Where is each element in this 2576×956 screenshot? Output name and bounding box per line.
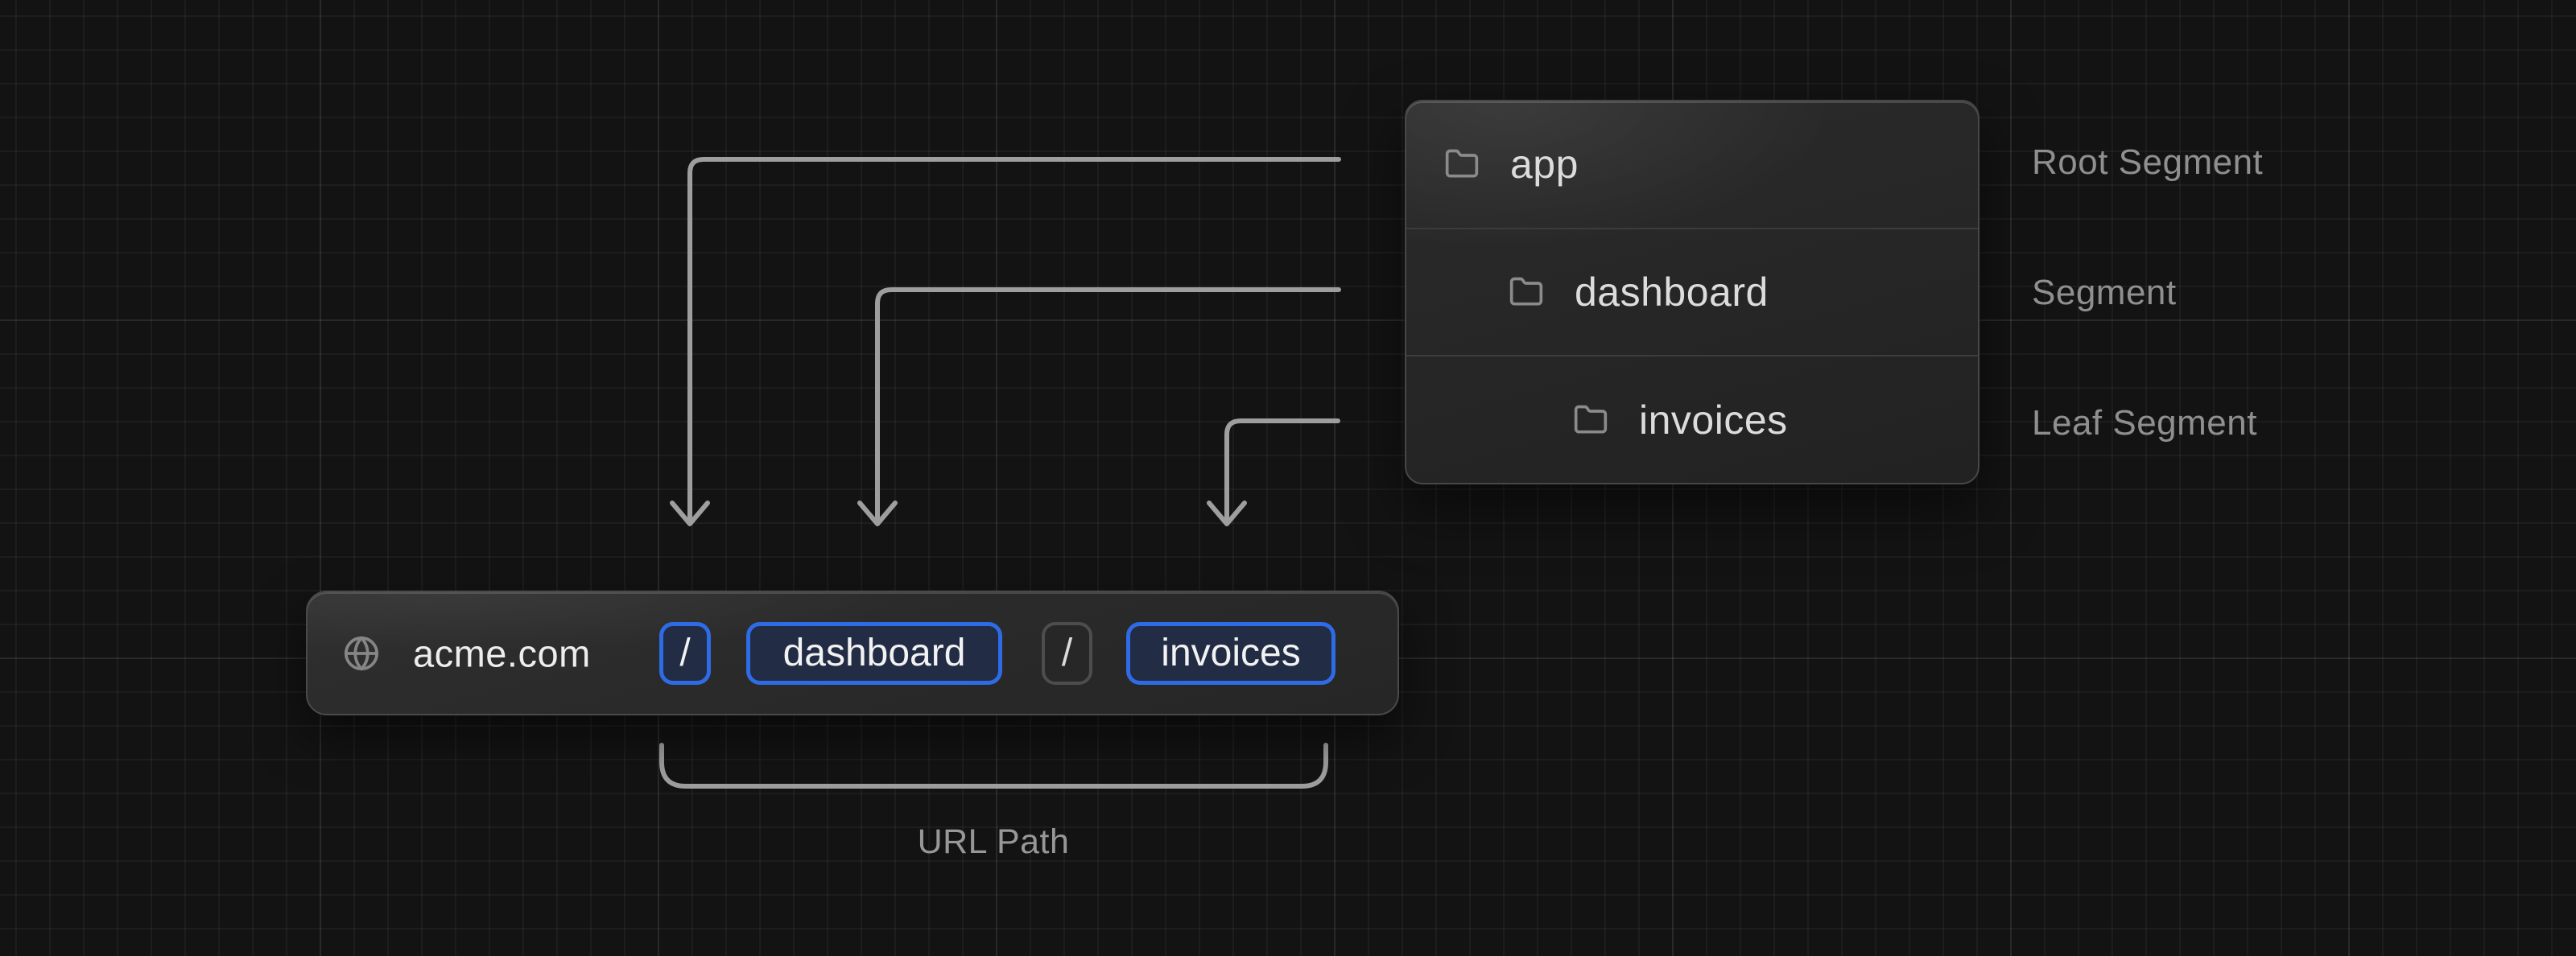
url-segment-slash-1: / — [659, 621, 711, 685]
tree-row-invoices: invoices — [1406, 355, 1978, 483]
folder-tree-panel: app dashboard invoices — [1405, 100, 1979, 484]
url-segment-dashboard: dashboard — [746, 621, 1002, 685]
folder-icon — [1509, 277, 1543, 306]
url-segment-slash-2: / — [1042, 621, 1092, 685]
label-segment: Segment — [2032, 273, 2177, 312]
tree-row-dashboard: dashboard — [1406, 227, 1978, 356]
label-leaf-segment: Leaf Segment — [2032, 403, 2257, 443]
arrow-down-icon — [1207, 501, 1247, 526]
tree-label-dashboard: dashboard — [1575, 270, 1769, 315]
folder-icon — [1574, 405, 1608, 434]
label-root-segment: Root Segment — [2032, 142, 2264, 182]
tree-row-app: app — [1406, 101, 1978, 228]
url-path-label: URL Path — [917, 822, 1070, 861]
tree-label-invoices: invoices — [1639, 397, 1788, 443]
arrow-down-icon — [857, 501, 898, 526]
arrow-line-app — [687, 157, 1341, 524]
tree-label-app: app — [1510, 142, 1579, 187]
arrow-down-icon — [670, 501, 710, 526]
arrow-line-invoices — [1224, 418, 1340, 524]
url-bar: acme.com / dashboard / invoices — [306, 591, 1399, 715]
url-segment-invoices: invoices — [1126, 621, 1335, 685]
domain-text: acme.com — [413, 632, 591, 674]
arrow-line-dashboard — [875, 287, 1341, 524]
url-path-bracket — [659, 743, 1328, 789]
folder-icon — [1445, 149, 1479, 178]
globe-icon — [344, 636, 379, 670]
